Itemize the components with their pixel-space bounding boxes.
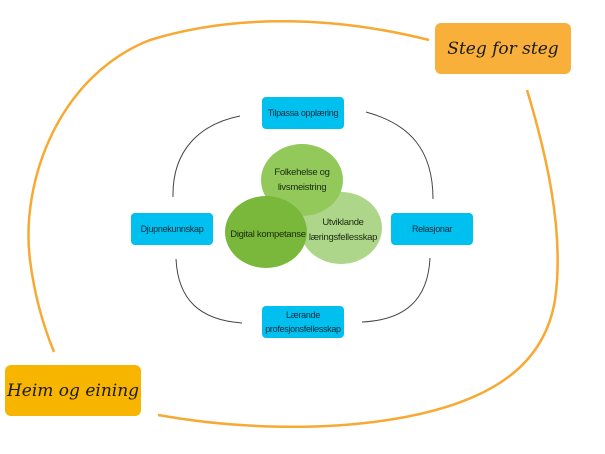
circle-utviklande-text: Utviklande læringsfellesskap	[306, 213, 380, 247]
pillar-tilpassa-opplaering: Tilpassa opplæring	[262, 97, 344, 129]
circle-digital	[225, 196, 307, 268]
pillar-relasjonar: Relasjonar	[391, 213, 473, 245]
steg-for-steg-label: Steg for steg	[447, 38, 559, 59]
connector-arc-bottom-left	[175, 258, 243, 324]
pillar-djupnekunnskap: Djupnekunnskap	[131, 213, 213, 245]
circle-folkehelse	[261, 144, 343, 216]
circle-label: Digital kompetanse	[230, 228, 306, 240]
connector-arc-top-right	[365, 111, 434, 200]
circle-label-line-2: læringsfellesskap	[308, 232, 378, 243]
circle-label-line-1: Utviklande	[322, 217, 364, 228]
pillar-label: Djupnekunnskap	[140, 224, 204, 234]
heim-og-eining-label: Heim og eining	[6, 380, 140, 401]
connector-arc-bottom-right	[361, 257, 431, 323]
circle-label-line-1: Folkehelse og	[274, 167, 330, 178]
circle-digital-text: Digital kompetanse	[226, 225, 310, 243]
circle-label-line-2: livsmeistring	[277, 182, 327, 193]
orange-arc-top-left	[27, 20, 430, 353]
pillar-label-line-2: profesjonsfellesskap	[265, 324, 341, 334]
steg-for-steg-box: Steg for steg	[435, 23, 571, 74]
orange-arc-bottom-right	[157, 89, 559, 429]
pillar-label: Relasjonar	[411, 224, 453, 234]
pillar-label: Tilpassa opplæring	[267, 108, 339, 118]
pillar-label-line-1: Lærande	[286, 310, 320, 320]
circle-folkehelse-text: Folkehelse og livsmeistring	[262, 162, 342, 198]
heim-og-eining-box: Heim og eining	[5, 365, 141, 416]
pillar-laerande-profesjonsfellesskap: Lærande profesjonsfellesskap	[262, 306, 344, 338]
connector-arc-top-left	[172, 115, 241, 198]
